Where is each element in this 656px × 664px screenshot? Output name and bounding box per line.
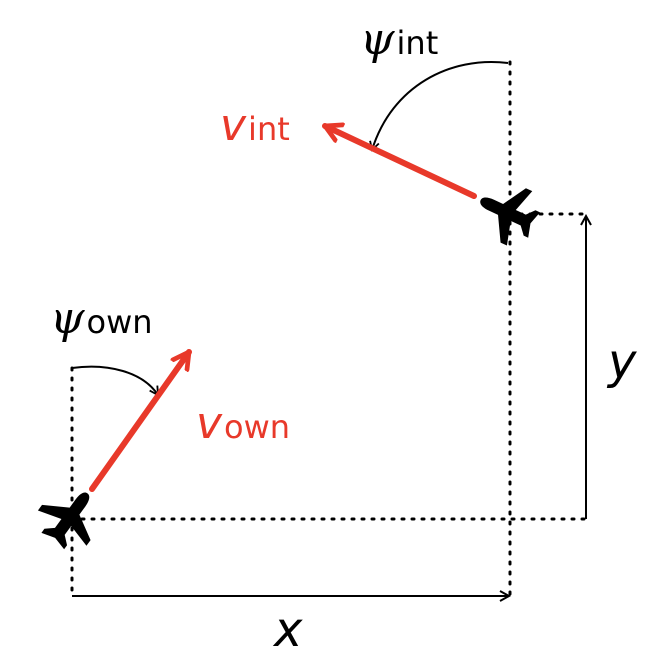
v-own-label: vown xyxy=(196,398,290,449)
psi-own-arc xyxy=(71,365,158,395)
psi-own-label: ψown xyxy=(50,293,153,344)
intruder-airplane-icon xyxy=(467,172,547,253)
x-axis-label: x xyxy=(272,602,303,658)
y-axis-label: y xyxy=(606,334,637,390)
ownship-airplane-icon xyxy=(28,475,112,559)
v-int-label: vint xyxy=(220,100,290,151)
v-own-arrow xyxy=(89,349,192,492)
psi-int-arc xyxy=(372,61,509,150)
psi-int-label: ψint xyxy=(360,14,438,65)
v-int-arrow xyxy=(322,126,477,199)
